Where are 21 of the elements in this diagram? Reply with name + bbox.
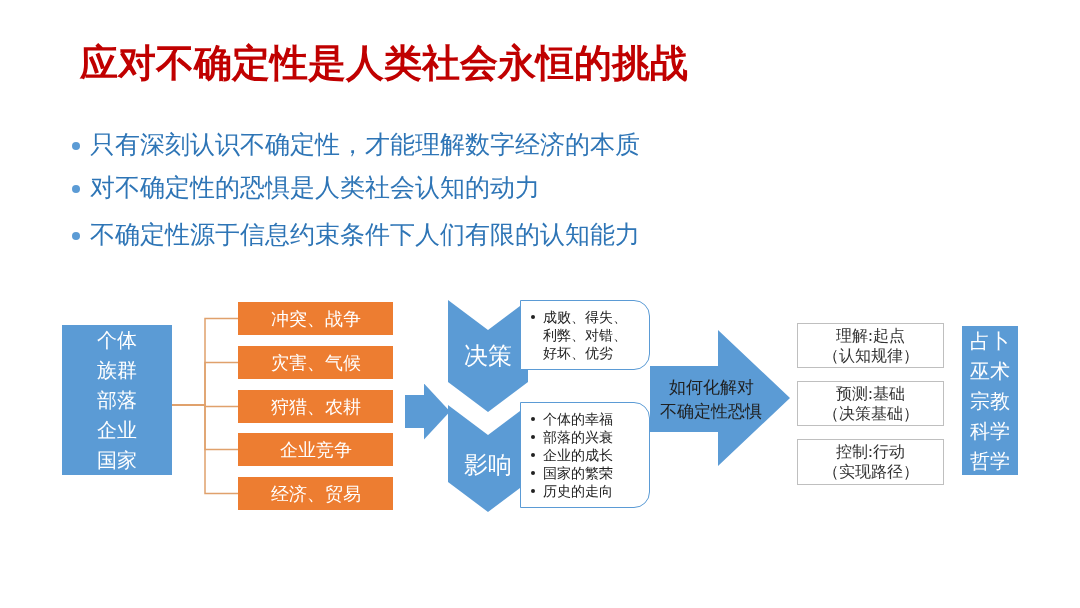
bracket-line [171, 404, 239, 495]
category-box: 企业竞争 [238, 433, 393, 466]
bullet-text: 对不确定性的恐惧是人类社会认知的动力 [72, 171, 540, 204]
group-box: 占卜 巫术 宗教 科学 哲学 [962, 326, 1018, 475]
category-box: 冲突、战争 [238, 302, 393, 335]
group-box: 个体 族群 部落 企业 国家 [62, 325, 172, 475]
text-box: 控制:行动 （实现路径） [797, 439, 944, 485]
bullet-list-box: 成败、得失、利弊、对错、好坏、优劣 [520, 300, 650, 370]
arrow-label: 如何化解对不确定性恐惧 [660, 376, 762, 423]
category-box: 灾害、气候 [238, 346, 393, 379]
text-box: 理解:起点 （认知规律） [797, 323, 944, 368]
chevron-label: 决策 [463, 341, 513, 372]
bullet-text: 不确定性源于信息约束条件下人们有限的认知能力 [72, 218, 640, 251]
category-box: 经济、贸易 [238, 477, 393, 510]
category-box: 狩猎、农耕 [238, 390, 393, 423]
bracket-line [405, 383, 450, 440]
slide-title: 应对不确定性是人类社会永恒的挑战 [80, 40, 688, 87]
bullet-text: 只有深刻认识不确定性，才能理解数字经济的本质 [72, 128, 640, 161]
bullet-list-box: 个体的幸福 部落的兴衰 企业的成长 国家的繁荣 历史的走向 [520, 402, 650, 508]
text-box: 预测:基础 （决策基础） [797, 381, 944, 426]
chevron-label: 影响 [463, 450, 513, 481]
